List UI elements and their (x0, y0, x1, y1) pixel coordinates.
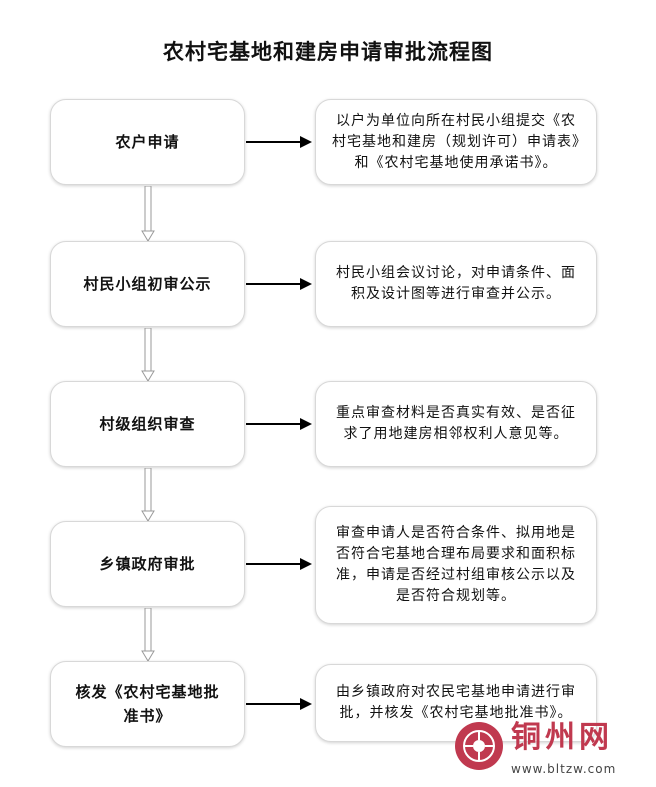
arrow-down-icon (141, 608, 155, 662)
step-box-township-approve: 乡镇政府审批 (50, 521, 245, 607)
step-description: 审查申请人是否符合条件、拟用地是否符合宅基地合理布局要求和面积标准，申请是否经过… (336, 525, 576, 604)
desc-box-farmer-apply: 以户为单位向所在村民小组提交《农村宅基地和建房（规划许可）申请表》和《农村宅基地… (315, 99, 597, 185)
step-box-group-review: 村民小组初审公示 (50, 241, 245, 327)
step-description: 重点审查材料是否真实有效、是否征求了用地建房相邻权利人意见等。 (336, 405, 576, 442)
arrow-right-icon (246, 418, 312, 430)
arrow-right-icon (246, 558, 312, 570)
watermark-logo: 铜州网 www.bltzw.com (455, 718, 651, 784)
step-label: 农户申请 (115, 133, 180, 151)
step-label: 村民小组初审公示 (83, 275, 212, 293)
desc-box-township-approve: 审查申请人是否符合条件、拟用地是否符合宅基地合理布局要求和面积标准，申请是否经过… (315, 506, 597, 624)
step-description: 由乡镇政府对农民宅基地申请进行审批，并核发《农村宅基地批准书》。 (336, 684, 576, 721)
desc-box-issue-certificate: 由乡镇政府对农民宅基地申请进行审批，并核发《农村宅基地批准书》。 (315, 664, 597, 742)
arrow-right-icon (246, 278, 312, 290)
desc-box-village-review: 重点审查材料是否真实有效、是否征求了用地建房相邻权利人意见等。 (315, 381, 597, 467)
arrow-right-icon (246, 136, 312, 148)
desc-box-group-review: 村民小组会议讨论，对申请条件、面积及设计图等进行审查并公示。 (315, 241, 597, 327)
step-label: 村级组织审查 (99, 415, 196, 433)
step-label: 核发《农村宅基地批准书》 (75, 683, 220, 725)
page-title: 农村宅基地和建房申请审批流程图 (163, 39, 493, 64)
logo-emblem-icon (455, 722, 503, 770)
step-description: 以户为单位向所在村民小组提交《农村宅基地和建房（规划许可）申请表》和《农村宅基地… (332, 112, 580, 171)
step-box-issue-certificate: 核发《农村宅基地批准书》 (50, 661, 245, 747)
arrow-down-icon (141, 328, 155, 382)
step-description: 村民小组会议讨论，对申请条件、面积及设计图等进行审查并公示。 (336, 265, 576, 302)
step-box-village-review: 村级组织审查 (50, 381, 245, 467)
step-label: 乡镇政府审批 (99, 555, 196, 573)
arrow-right-icon (246, 698, 312, 710)
arrow-down-icon (141, 186, 155, 242)
step-box-farmer-apply: 农户申请 (50, 99, 245, 185)
watermark-url: www.bltzw.com (511, 762, 617, 776)
arrow-down-icon (141, 468, 155, 522)
watermark-name: 铜州网 (511, 720, 613, 755)
